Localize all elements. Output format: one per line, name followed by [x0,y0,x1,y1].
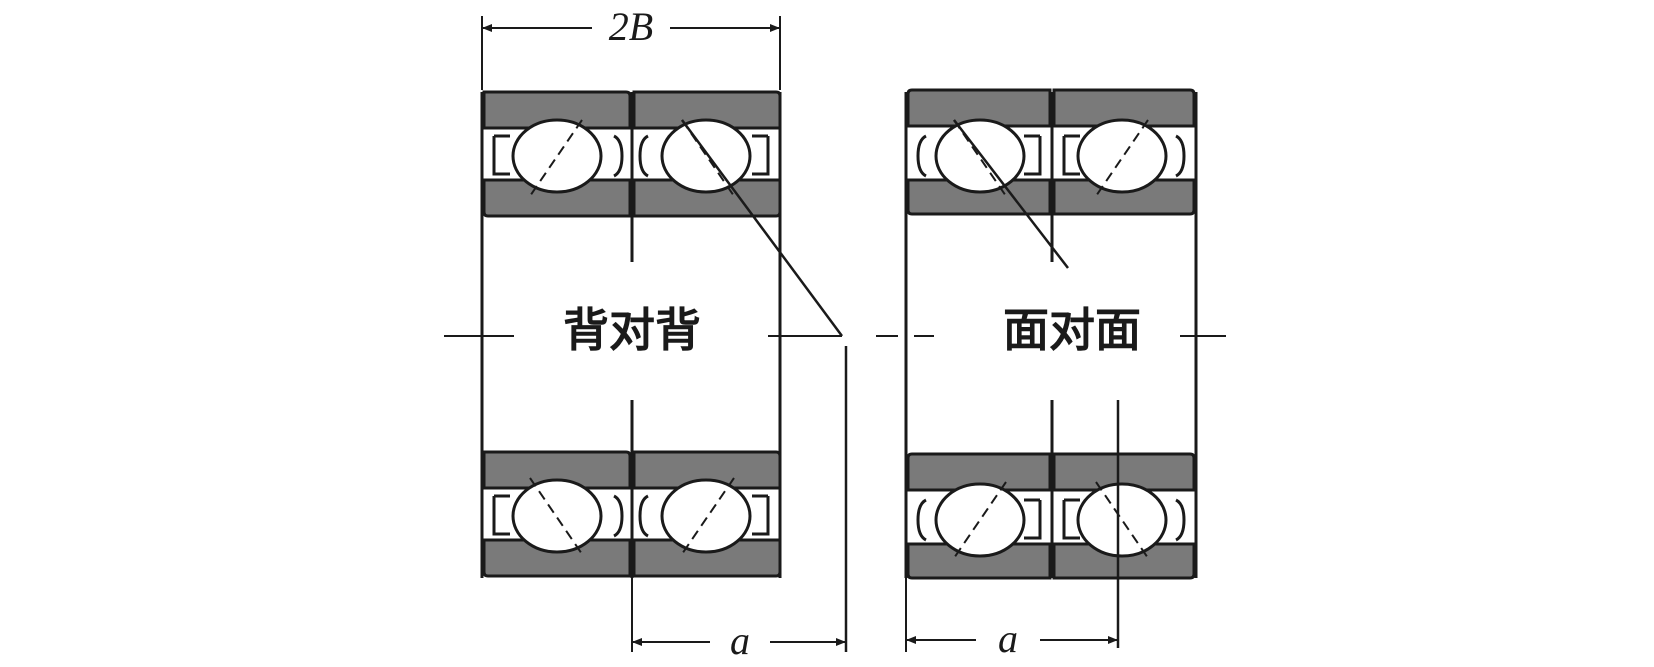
ball [511,478,603,554]
ball [1076,482,1168,558]
ball [934,482,1026,558]
contact-line-back [680,119,844,337]
ball [660,478,752,554]
left-top-bearing-pair [482,90,782,218]
dimension-2b-label: 2B [609,4,653,49]
contact-line-face [953,119,1069,269]
ball [934,118,1026,194]
right-top-bearing-pair [906,88,1196,216]
back-to-back-label: 背对背 [563,303,701,357]
left-bottom-bearing-pair [482,450,782,578]
face-to-face-assembly: 面对面 [904,88,1198,648]
right-bottom-bearing-pair [906,452,1196,580]
ball [511,118,603,194]
face-to-face-label: 面对面 [1003,303,1141,357]
ball [1076,118,1168,194]
dimension-a-back-label: a [730,618,750,663]
dimension-a-back: a [631,346,848,663]
dimension-2b: 2B [481,4,781,90]
ball [660,118,752,194]
dimension-a-face-label: a [998,616,1018,661]
dimension-a-face: a [905,578,1118,661]
back-to-back-assembly: 背对背 [480,90,844,578]
